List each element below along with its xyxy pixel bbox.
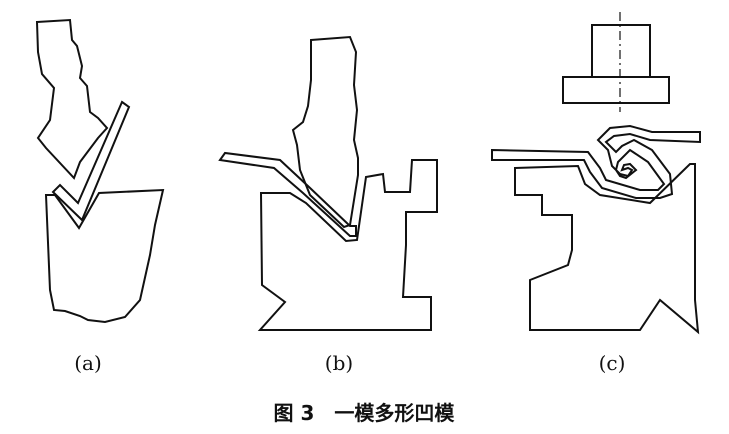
punch-b bbox=[291, 35, 359, 229]
label-c: (c) bbox=[599, 351, 626, 375]
label-b: (b) bbox=[325, 351, 353, 375]
sheet-c bbox=[491, 124, 701, 199]
punch-shank-c bbox=[591, 24, 651, 78]
die-c bbox=[514, 163, 700, 335]
die-a bbox=[44, 188, 165, 324]
label-a: (a) bbox=[74, 351, 102, 375]
sheet-b bbox=[218, 151, 357, 237]
diagram-b bbox=[218, 35, 438, 331]
die-b bbox=[257, 159, 438, 331]
sheet-a bbox=[51, 100, 131, 222]
diagram-c bbox=[491, 12, 701, 335]
punch-a bbox=[35, 18, 109, 180]
punch-flange-c bbox=[562, 76, 670, 104]
figure-caption: 图 3 一模多形凹模 bbox=[274, 401, 456, 425]
diagram-a bbox=[35, 18, 165, 324]
